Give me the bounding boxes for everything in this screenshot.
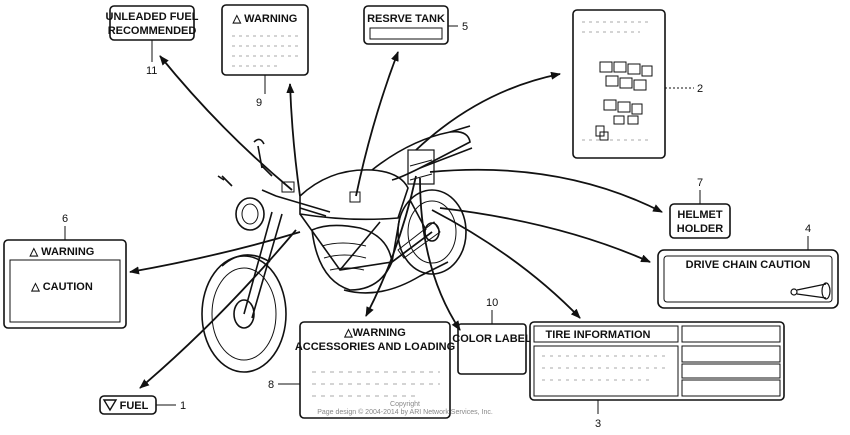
callout-1: 1	[180, 400, 186, 412]
label-warning-9: △ WARNING	[221, 4, 309, 76]
copyright-line2: Page design © 2004-2014 by ARI Network S…	[317, 408, 493, 416]
callout-3: 3	[595, 418, 601, 430]
chain-icon	[790, 282, 831, 300]
helmet-holder-line2: HOLDER	[677, 223, 724, 235]
warning-9-title: △ WARNING	[232, 13, 298, 25]
label-unleaded-fuel: UNLEADED FUEL RECOMMENDED	[106, 5, 199, 41]
warning-8-title: △WARNING	[343, 327, 406, 339]
label-reserve-tank: RESRVE TANK	[363, 5, 449, 45]
label-helmet-holder: HELMET HOLDER	[669, 203, 731, 239]
drive-chain-title: DRIVE CHAIN CAUTION	[686, 259, 811, 271]
arrow-to-4	[439, 207, 651, 263]
arrow-to-10	[419, 177, 461, 331]
motorcycle-illustration	[201, 125, 473, 373]
pointer-arrows	[129, 51, 663, 389]
reserve-tank-title: RESRVE TANK	[367, 13, 445, 25]
callout-9: 9	[256, 97, 262, 109]
label-drive-chain: DRIVE CHAIN CAUTION	[657, 249, 839, 309]
arrow-to-8	[365, 175, 417, 317]
callout-8: 8	[268, 379, 274, 391]
callouts: 11 9 5 2 7 4 6 8 10 3 1	[62, 21, 811, 430]
arrow-to-5	[355, 51, 399, 197]
arrow-to-1	[139, 229, 297, 389]
copyright-line1: Copyright	[390, 401, 420, 408]
callout-7: 7	[697, 177, 703, 189]
unleaded-fuel-line2: RECOMMENDED	[108, 25, 197, 37]
color-label-title: COLOR LABEL	[452, 333, 532, 345]
callout-11: 11	[146, 65, 157, 77]
unleaded-fuel-line1: UNLEADED FUEL	[106, 11, 199, 23]
callout-2: 2	[697, 83, 703, 95]
connector-icon	[595, 61, 653, 141]
callout-5: 5	[462, 21, 468, 33]
warning-6-title: △ WARNING	[29, 246, 95, 258]
label-warning-caution: △ WARNING △ CAUTION	[3, 239, 127, 329]
label-tire-information: TIRE INFORMATION	[529, 321, 785, 401]
label-connector-card	[572, 9, 666, 159]
arrow-to-6	[129, 231, 301, 275]
callout-10: 10	[486, 297, 498, 309]
callout-6: 6	[62, 213, 68, 225]
fuel-title: FUEL	[120, 400, 149, 412]
arrow-to-9	[286, 83, 301, 197]
accessories-8-title: ACCESSORIES AND LOADING	[295, 341, 455, 353]
triangle-icon	[102, 399, 118, 412]
label-accessories-loading: △WARNING ACCESSORIES AND LOADING	[295, 321, 455, 419]
callout-4: 4	[805, 223, 811, 235]
label-color-label: COLOR LABEL	[452, 323, 532, 375]
arrow-to-3	[431, 209, 581, 319]
helmet-holder-line1: HELMET	[677, 209, 723, 221]
arrow-to-7	[429, 168, 663, 213]
tire-info-title: TIRE INFORMATION	[546, 329, 651, 341]
label-fuel: FUEL	[99, 395, 157, 415]
arrow-to-11	[159, 55, 293, 191]
arrow-to-2	[415, 71, 561, 151]
caution-6-title: △ CAUTION	[30, 281, 93, 293]
